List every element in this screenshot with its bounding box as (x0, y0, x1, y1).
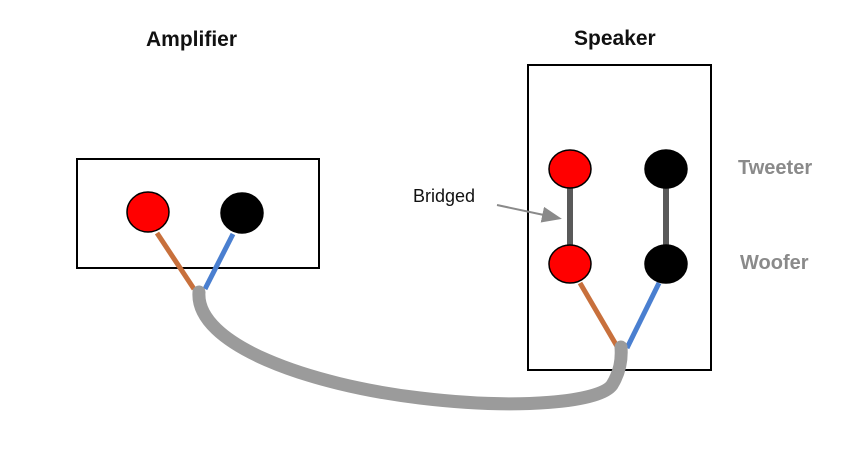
amplifier-positive-wire (154, 231, 197, 291)
tweeter-negative-terminal (644, 149, 688, 189)
speaker-negative-wire (624, 281, 662, 350)
amplifier-negative-terminal (220, 192, 264, 234)
woofer-positive-terminal (548, 244, 592, 284)
speaker-cable (192, 285, 628, 411)
amplifier-negative-wire (202, 232, 236, 291)
tweeter-positive-terminal (548, 149, 592, 189)
speaker-positive-wire (577, 281, 621, 350)
woofer-negative-terminal (644, 244, 688, 284)
amplifier-box (76, 158, 320, 269)
amplifier-title: Amplifier (146, 28, 238, 51)
amplifier-positive-terminal (126, 191, 170, 233)
woofer-label: Woofer (740, 252, 809, 274)
bridged-arrow (496, 204, 562, 223)
speaker-title: Speaker (574, 27, 656, 50)
bridged-label: Bridged (413, 186, 476, 206)
tweeter-label: Tweeter (738, 157, 813, 179)
